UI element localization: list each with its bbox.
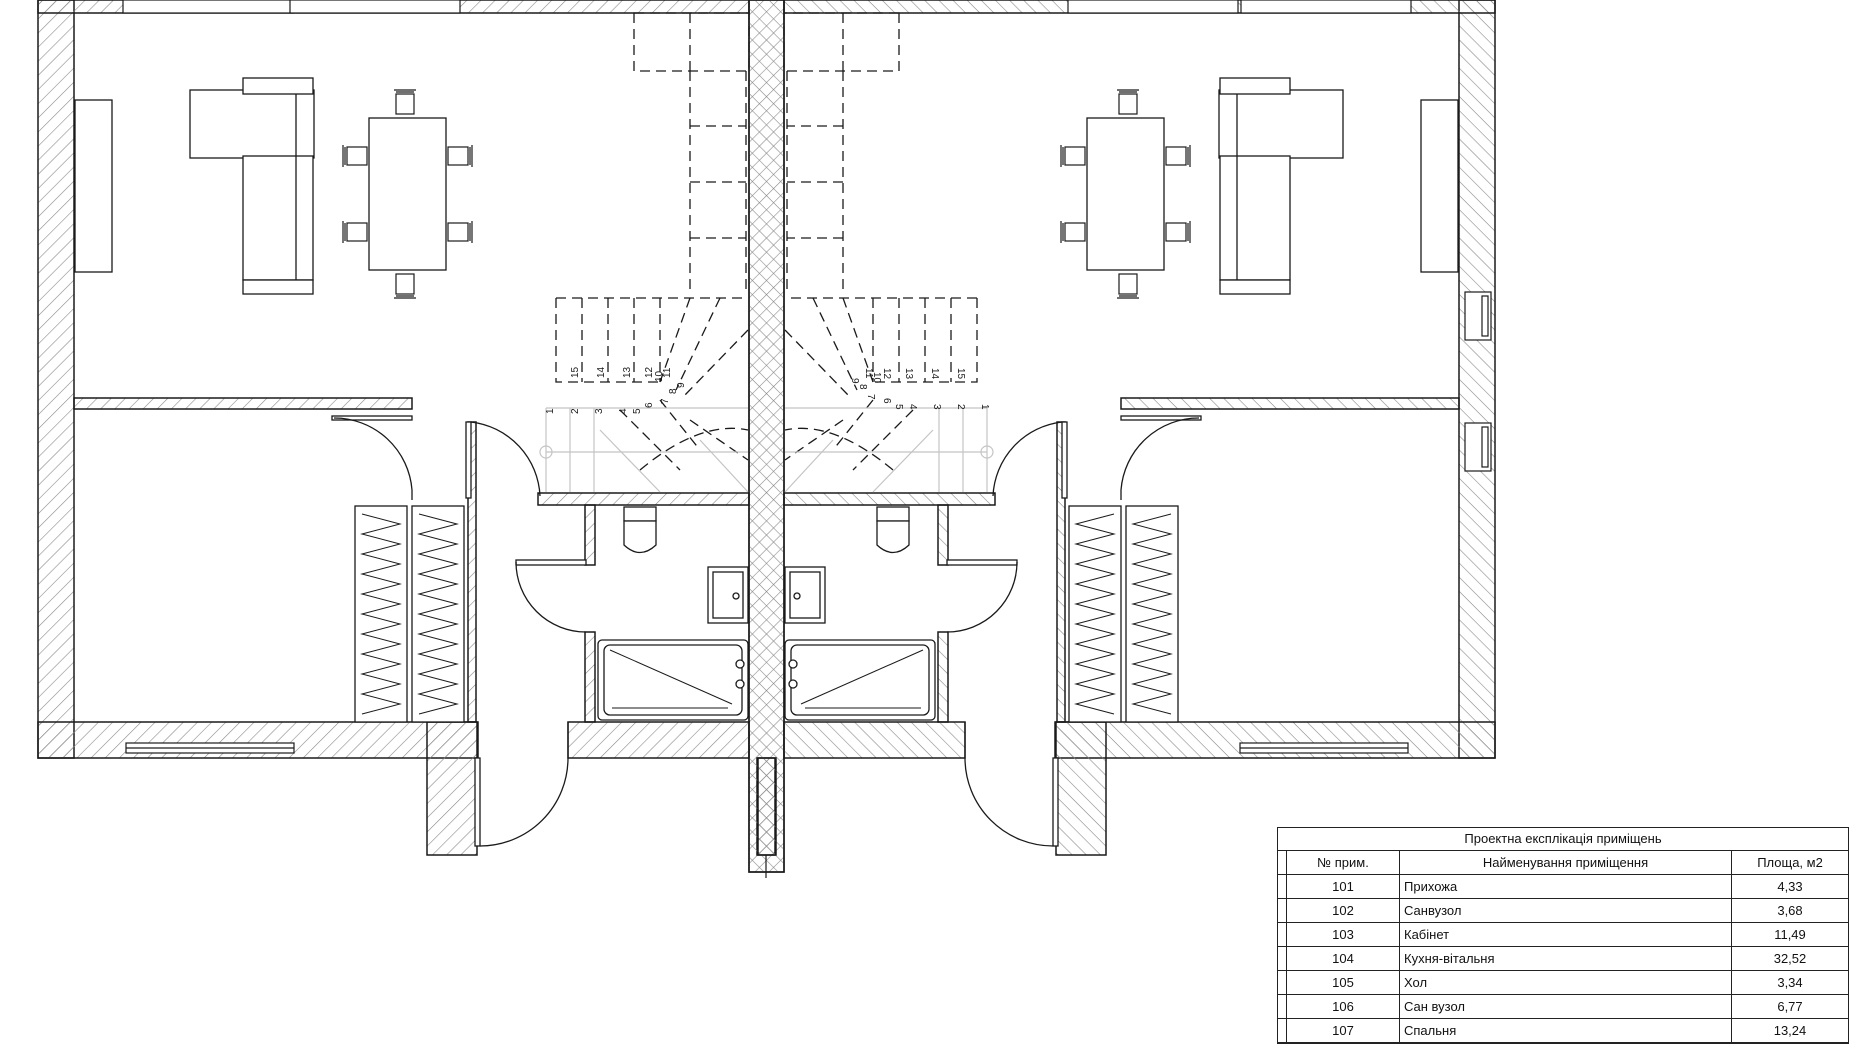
room-area: 32,52	[1731, 946, 1848, 971]
room-name: Прихожа	[1399, 874, 1732, 899]
room-num: 104	[1286, 946, 1400, 971]
windows	[122, 0, 1492, 754]
room-num: 101	[1286, 874, 1400, 899]
room-area: 4,33	[1731, 874, 1848, 899]
table-row: 103 Кабінет 11,49	[1278, 922, 1848, 947]
room-name: Кухня-вітальня	[1399, 946, 1732, 971]
stair-step-labels-right: 1 2 3 4 5 6 7 8 9 10 11 12 13 14 15	[849, 368, 990, 410]
stair-step-label: 11	[863, 368, 874, 379]
sofa-seat	[242, 155, 314, 281]
stair-step-label: 8	[857, 384, 868, 390]
room-name: Сан вузол	[1399, 994, 1732, 1019]
stair-step-label: 15	[570, 366, 581, 378]
room-num: 105	[1286, 970, 1400, 995]
stair-step-label: 7	[660, 398, 671, 404]
table-row: 105 Хол 3,34	[1278, 970, 1848, 995]
stair-step-label: 14	[596, 366, 607, 378]
doors-left-unit	[331, 415, 587, 847]
stair-step-label: 11	[662, 367, 673, 378]
stair-step-label: 1	[545, 408, 556, 414]
stair-step-label: 2	[570, 408, 581, 414]
wall-partition-bedroom	[73, 397, 413, 410]
stair-step-label: 5	[893, 404, 904, 410]
stair-step-label: 9	[849, 378, 860, 384]
wall-west	[37, 0, 75, 759]
stair-step-label: 3	[594, 408, 605, 414]
wall-corridor	[426, 721, 478, 856]
stairs-left-unit	[555, 12, 750, 471]
furniture-left-unit	[74, 77, 749, 723]
room-area: 3,68	[1731, 898, 1848, 923]
stair-step-label: 6	[644, 402, 655, 408]
room-num: 106	[1286, 994, 1400, 1019]
room-area: 11,49	[1731, 922, 1848, 947]
stair-step-label: 15	[955, 368, 966, 380]
wall-wc-side	[584, 504, 596, 566]
table-row: 102 Санвузол 3,68	[1278, 898, 1848, 923]
table-header-row: № прим. Найменування приміщення Площа, м…	[1278, 851, 1848, 875]
header-name: Найменування приміщення	[1399, 851, 1732, 875]
stair-step-label: 8	[668, 388, 679, 394]
table-row: 104 Кухня-вітальня 32,52	[1278, 946, 1848, 971]
mark-column	[1278, 851, 1287, 875]
room-area: 3,34	[1731, 970, 1848, 995]
stair-step-label: 7	[865, 394, 876, 400]
stair-step-label: 10	[871, 372, 882, 384]
stair-step-label: 9	[676, 382, 687, 388]
room-name: Хол	[1399, 970, 1732, 995]
room-name: Кабінет	[1399, 922, 1732, 947]
room-name: Спальня	[1399, 1018, 1732, 1043]
stair-step-label: 13	[622, 366, 633, 378]
room-area: 13,24	[1731, 1018, 1848, 1043]
room-name: Санвузол	[1399, 898, 1732, 923]
tv-cabinet	[74, 99, 113, 273]
stair-step-label: 3	[931, 404, 942, 410]
table-row: 106 Сан вузол 6,77	[1278, 994, 1848, 1019]
stair-step-label: 14	[929, 368, 940, 380]
stair-step-label: 5	[632, 408, 643, 414]
header-area: Площа, м2	[1731, 851, 1848, 875]
wall-bath-side	[584, 631, 596, 723]
table-row: 101 Прихожа 4,33	[1278, 874, 1848, 899]
room-num: 103	[1286, 922, 1400, 947]
room-area: 6,77	[1731, 994, 1848, 1019]
dining-table	[368, 117, 447, 271]
stair-step-label: 13	[903, 368, 914, 380]
stair-step-label: 6	[881, 398, 892, 404]
room-schedule: Проектна експлікація приміщень № прим. Н…	[1277, 827, 1849, 1044]
stair-step-label: 10	[654, 370, 665, 382]
room-num: 102	[1286, 898, 1400, 923]
room-num: 107	[1286, 1018, 1400, 1043]
stair-step-label: 12	[644, 366, 655, 378]
stair-step-label: 4	[907, 404, 918, 410]
room-schedule-title: Проектна експлікація приміщень	[1278, 828, 1848, 851]
stair-step-label: 4	[618, 408, 629, 414]
header-num: № прим.	[1286, 851, 1400, 875]
stair-step-label: 1	[979, 404, 990, 410]
wall-bath-bottom	[567, 721, 750, 759]
toilet	[623, 506, 657, 522]
table-row: 107 Спальня 13,24	[1278, 1018, 1848, 1043]
room-schedule-table: № прим. Найменування приміщення Площа, м…	[1278, 851, 1848, 1043]
stairs-light-left	[539, 407, 749, 493]
stair-step-labels-left: 1 2 3 4 5 6 7 8 9 10 11 12 13 14 15	[545, 366, 687, 414]
wall-bath-top	[537, 492, 750, 506]
stair-step-label: 2	[955, 404, 966, 410]
stair-step-label: 12	[881, 368, 892, 380]
